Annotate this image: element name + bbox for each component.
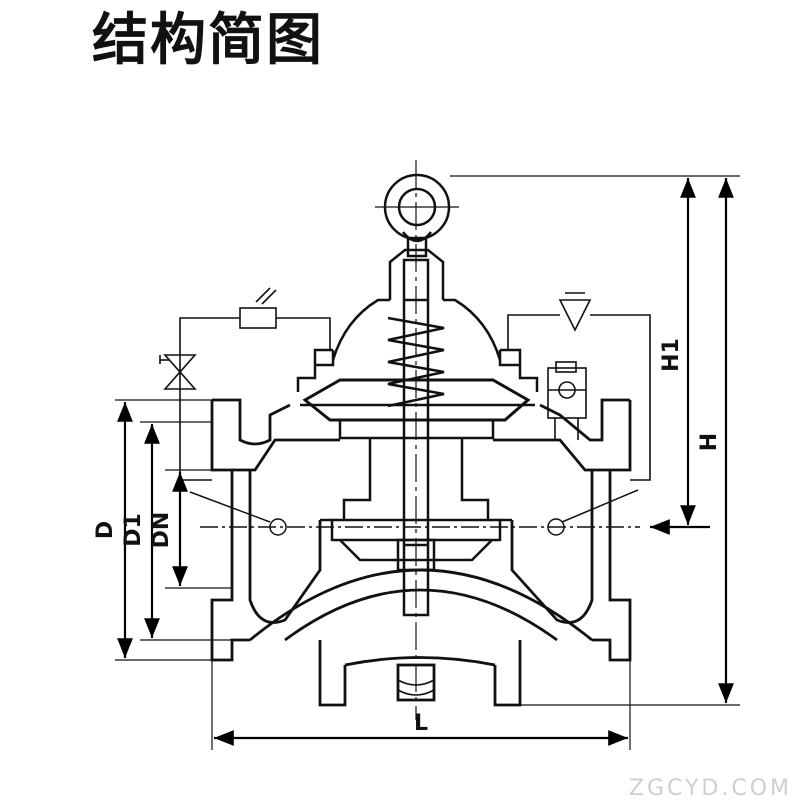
valve-body: [210, 398, 632, 707]
watermark: ZGCYD.COM: [628, 776, 792, 801]
spring: [387, 316, 445, 408]
guide-sleeve: [330, 438, 502, 542]
page-title: 结构简图: [92, 8, 324, 73]
extension-lines: [115, 175, 740, 750]
dim-label-d: D: [93, 521, 118, 539]
pilot-tubing-left: [159, 287, 331, 481]
dim-label-d1: D1: [121, 513, 146, 547]
dim-label-h: H: [697, 433, 722, 451]
bonnet: [296, 248, 539, 440]
dim-label-l: L: [414, 711, 428, 736]
pilot-tubing-right: [507, 292, 651, 481]
dimension-arrows: [117, 178, 734, 746]
valve-disc: [320, 518, 512, 562]
dim-label-h1: H1: [659, 338, 684, 372]
lifting-eye: [375, 173, 459, 258]
port-indicators: [189, 489, 640, 536]
dim-label-dn: DN: [149, 512, 174, 549]
